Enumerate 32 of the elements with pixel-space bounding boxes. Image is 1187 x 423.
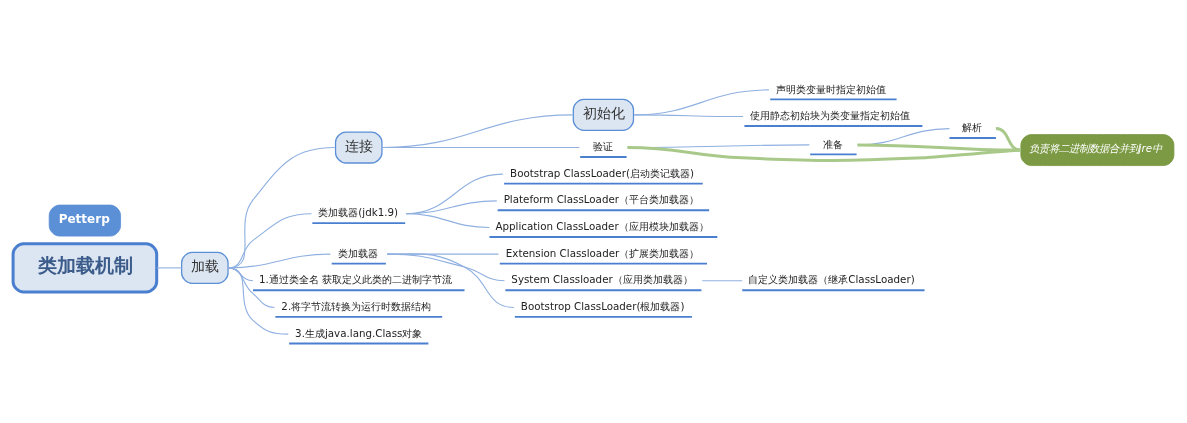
node-text: 3.生成java.lang.Class对象 <box>295 326 423 339</box>
node-box: 负责将二进制数据合并到jre中 <box>1020 133 1175 166</box>
node-text: 准备 <box>822 137 843 150</box>
node-text: 类加载器 <box>337 246 378 259</box>
connector <box>701 279 743 281</box>
node-text: 类加载器(jdk1.9) <box>318 205 399 218</box>
node-text: Bootstrap ClassLoader(启动类记载器) <box>510 166 694 179</box>
connector <box>405 212 490 228</box>
node-text: 解析 <box>961 120 982 133</box>
connector <box>633 113 744 117</box>
connector <box>386 252 515 308</box>
node-text: 声明类变量时指定初始值 <box>776 82 887 95</box>
node-text: Extension Classloader（扩展类加载器） <box>505 246 700 259</box>
node-text: Bootstrop ClassLoader(根加载器) <box>520 299 685 312</box>
node-text: System Classloader（应用类加载器） <box>511 272 693 285</box>
node-box: 初始化 <box>572 98 635 131</box>
connector <box>156 266 183 268</box>
node-box: 加载 <box>180 251 229 284</box>
node-text: 使用静态初始块为类变量指定初始值 <box>750 108 911 121</box>
node-text: Plateform ClassLoader（平台类加载器） <box>503 192 700 205</box>
node-text: 自定义类加载器（继承ClassLoader) <box>748 272 915 285</box>
node-text: 验证 <box>592 139 613 152</box>
connector <box>995 126 1022 152</box>
node-text: Application ClassLoader（应用模块加载器） <box>495 219 709 232</box>
node-text: 1.通过类全名 获取定义此类的二进制字节流 <box>259 272 453 285</box>
connector <box>633 88 770 115</box>
node-box: 类加载机制 <box>11 241 159 293</box>
connector <box>227 266 289 335</box>
connector <box>857 142 1021 152</box>
node-box: 连接 <box>334 130 383 164</box>
node-text: 2.将字节流转换为运行时数据结构 <box>281 299 432 312</box>
node-box: Petterp <box>48 204 121 236</box>
